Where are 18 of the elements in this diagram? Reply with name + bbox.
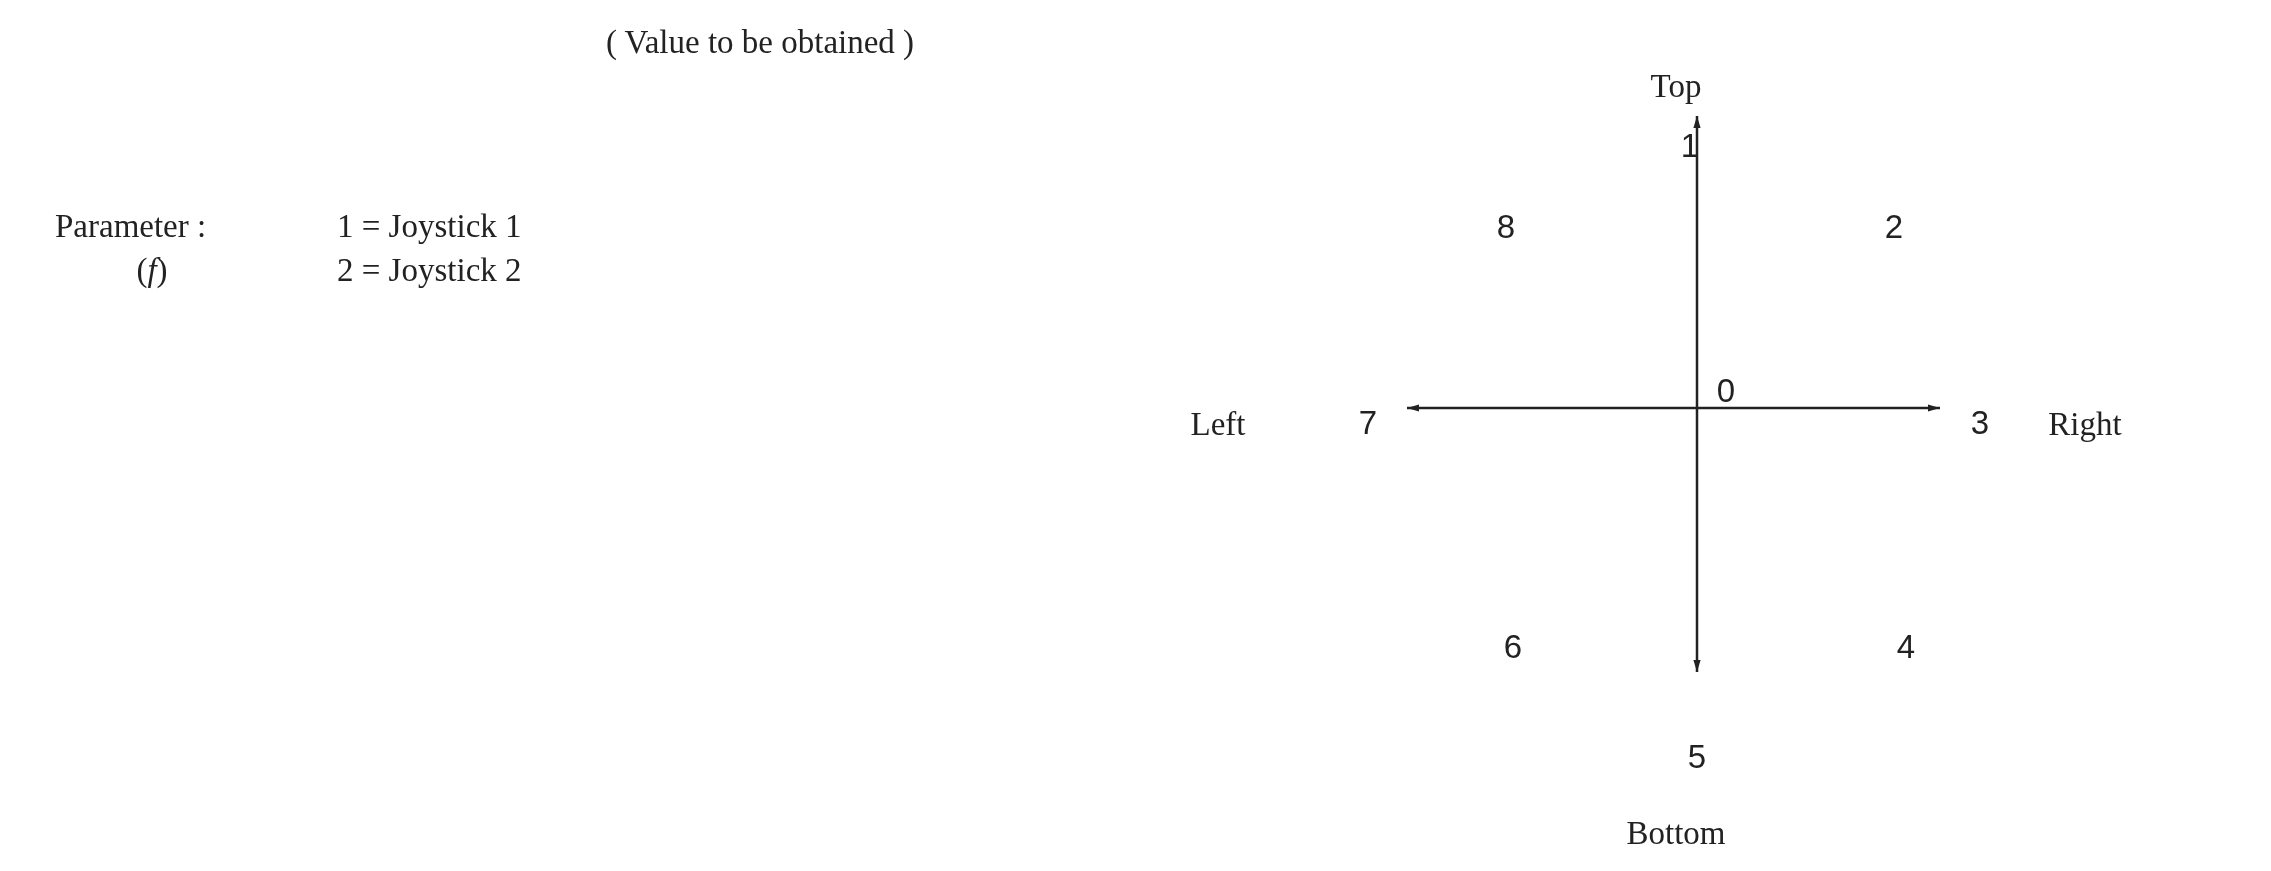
direction-number: 8 — [1496, 209, 1516, 243]
parameter-value: 1 = Joystick 1 — [337, 209, 522, 243]
direction-number: 4 — [1896, 629, 1916, 663]
parameter-value: 2 = Joystick 2 — [337, 253, 522, 287]
direction-number: 3 — [1970, 405, 1990, 439]
direction-number: 2 — [1884, 209, 1904, 243]
parameter-label: Parameter : — [55, 209, 207, 243]
parameter-symbol: (f) — [136, 253, 168, 287]
direction-label: Top — [1650, 69, 1702, 103]
direction-label: Left — [1190, 407, 1246, 441]
direction-label: Right — [2048, 407, 2122, 441]
direction-number: 7 — [1358, 405, 1378, 439]
direction-number: 5 — [1687, 739, 1707, 773]
direction-number: 1 — [1680, 128, 1700, 162]
result-heading: ( Value to be obtained ) — [605, 25, 915, 59]
direction-number: 6 — [1503, 629, 1523, 663]
direction-number: 0 — [1716, 373, 1736, 407]
direction-label: Bottom — [1626, 816, 1726, 850]
